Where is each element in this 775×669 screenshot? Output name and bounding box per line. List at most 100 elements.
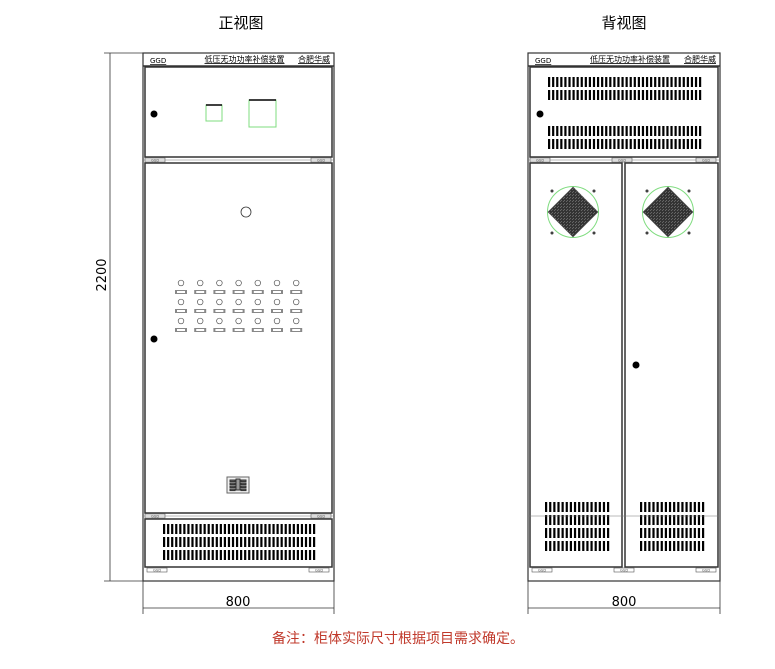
vent-slot — [576, 77, 579, 87]
vent-slot — [572, 139, 575, 149]
vent-slot — [601, 126, 604, 136]
vent-slot — [694, 126, 698, 136]
vent-slot — [694, 90, 698, 100]
rail-label: GGD — [317, 159, 325, 163]
vent-slot — [219, 537, 222, 547]
vent-slot — [223, 537, 227, 547]
vent-slot — [594, 515, 597, 525]
vent-slot — [654, 77, 657, 87]
vent-slot — [549, 541, 552, 551]
vent-slot — [179, 537, 182, 547]
vent-slot — [588, 90, 592, 100]
vent-slot — [685, 528, 688, 538]
door-lock-icon[interactable] — [536, 110, 544, 118]
rail-label: GGD — [620, 569, 628, 573]
vent-slot — [248, 550, 251, 560]
vent-slot — [693, 541, 696, 551]
vent-slot — [594, 502, 597, 512]
vent-slot — [296, 550, 299, 560]
vent-slot — [596, 139, 600, 149]
rail-tag — [146, 567, 168, 573]
vent-slot — [629, 77, 632, 87]
indicator-lamp — [197, 298, 204, 306]
vent-slot — [621, 77, 624, 87]
vent-slot — [702, 528, 705, 538]
vent-slot — [215, 524, 218, 534]
vent-slot — [681, 541, 684, 551]
push-button-face — [253, 291, 262, 293]
vent-slot — [276, 524, 279, 534]
vent-slot — [573, 502, 577, 512]
vent-slot — [195, 537, 198, 547]
vent-slot — [227, 537, 231, 547]
indicator-lamp — [216, 298, 223, 306]
vent-slot — [678, 126, 681, 136]
vent-slot — [175, 524, 178, 534]
vent-slot — [545, 541, 548, 551]
vent-slot — [183, 537, 186, 547]
vent-slot — [557, 515, 560, 525]
back-width-dimension: 800 — [612, 595, 637, 610]
height-dimension: 2200 — [95, 258, 110, 291]
vent-slot — [183, 550, 186, 560]
vent-slot — [191, 550, 194, 560]
vent-slot — [697, 541, 701, 551]
vent-slot — [227, 524, 231, 534]
indicator-lamp — [293, 279, 300, 287]
vent-slot — [682, 77, 685, 87]
vent-slot — [548, 126, 551, 136]
door-lock-icon[interactable] — [150, 335, 158, 343]
vent-slot — [633, 126, 636, 136]
vent-slot — [276, 537, 279, 547]
push-button-face — [234, 329, 243, 331]
vent-slot — [658, 126, 661, 136]
vent-slot — [167, 524, 170, 534]
vent-slot — [613, 90, 616, 100]
vent-slot — [664, 528, 667, 538]
vent-slot — [580, 139, 583, 149]
right-back-door[interactable] — [624, 162, 719, 568]
door-lock-icon[interactable] — [150, 110, 158, 118]
vent-slot — [682, 90, 685, 100]
front-cabinet — [142, 52, 335, 582]
vent-slot — [596, 90, 600, 100]
rail-tag — [613, 567, 635, 573]
vent-slot — [633, 139, 636, 149]
vent-slot — [545, 502, 548, 512]
push-button-face — [234, 310, 243, 312]
vent-slot — [549, 528, 552, 538]
vent-slot — [207, 524, 210, 534]
vent-slot — [640, 515, 643, 525]
vent-slot — [552, 139, 555, 149]
vent-slot — [629, 90, 632, 100]
vent-slot — [179, 524, 182, 534]
nameplate-maker: 合肥华威 — [684, 54, 716, 64]
vent-slot — [702, 541, 705, 551]
vent-slot — [592, 77, 596, 87]
vent-slot — [175, 537, 178, 547]
push-button-face — [215, 329, 224, 331]
vent-slot — [686, 77, 689, 87]
vent-slot — [573, 541, 577, 551]
vent-slot — [211, 524, 214, 534]
left-back-door[interactable] — [529, 162, 623, 568]
vent-slot — [644, 502, 647, 512]
vent-slot — [670, 139, 673, 149]
vent-slot — [244, 537, 247, 547]
door-lock-icon[interactable] — [632, 361, 640, 369]
vent-slot — [313, 550, 316, 560]
top-vent-panel — [529, 66, 719, 158]
vent-slot — [304, 537, 308, 547]
vent-slot — [580, 90, 583, 100]
vent-slot — [572, 126, 575, 136]
vent-slot — [191, 524, 194, 534]
vent-slot — [549, 502, 552, 512]
vent-slot — [167, 537, 170, 547]
vent-slot — [596, 126, 600, 136]
vent-slot — [545, 528, 548, 538]
vent-slot — [637, 139, 640, 149]
middle-door[interactable] — [144, 162, 333, 514]
selector-knob[interactable] — [240, 206, 252, 218]
vent-slot — [167, 550, 170, 560]
vent-slot — [681, 515, 684, 525]
